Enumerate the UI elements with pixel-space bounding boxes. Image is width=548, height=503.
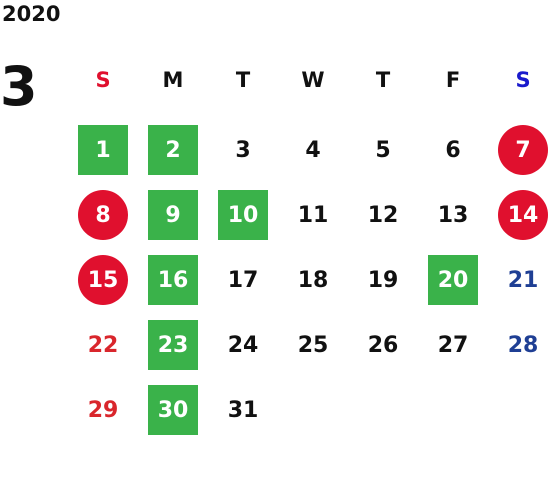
calendar-day-16[interactable]: 16 — [148, 255, 198, 305]
calendar-day-14[interactable]: 14 — [498, 190, 548, 240]
calendar-day-19[interactable]: 19 — [367, 267, 399, 293]
calendar-day-2[interactable]: 2 — [148, 125, 198, 175]
calendar-day-13[interactable]: 13 — [437, 202, 469, 228]
calendar-day-28[interactable]: 28 — [507, 332, 539, 358]
weekday-header-sun: S — [95, 68, 111, 92]
calendar-day-3[interactable]: 3 — [235, 137, 251, 163]
calendar-day-29[interactable]: 29 — [87, 397, 119, 423]
calendar-day-10[interactable]: 10 — [218, 190, 268, 240]
calendar-day-24[interactable]: 24 — [227, 332, 259, 358]
weekday-header-wed: W — [301, 68, 325, 92]
calendar-day-22[interactable]: 22 — [87, 332, 119, 358]
calendar-day-5[interactable]: 5 — [375, 137, 391, 163]
weekday-header-thu: T — [375, 68, 391, 92]
calendar-day-31[interactable]: 31 — [227, 397, 259, 423]
calendar-day-17[interactable]: 17 — [227, 267, 259, 293]
calendar-day-11[interactable]: 11 — [297, 202, 329, 228]
calendar-day-27[interactable]: 27 — [437, 332, 469, 358]
calendar-day-12[interactable]: 12 — [367, 202, 399, 228]
calendar-day-8[interactable]: 8 — [78, 190, 128, 240]
calendar-day-30[interactable]: 30 — [148, 385, 198, 435]
calendar-day-7[interactable]: 7 — [498, 125, 548, 175]
weekday-header-tue: T — [235, 68, 251, 92]
calendar-day-4[interactable]: 4 — [305, 137, 321, 163]
weekday-header-fri: F — [445, 68, 461, 92]
calendar-day-1[interactable]: 1 — [78, 125, 128, 175]
calendar-day-6[interactable]: 6 — [445, 137, 461, 163]
month-label: 3 — [0, 55, 38, 118]
weekday-header-sat: S — [515, 68, 531, 92]
calendar-day-23[interactable]: 23 — [148, 320, 198, 370]
calendar-day-21[interactable]: 21 — [507, 267, 539, 293]
weekday-header-mon: M — [162, 68, 184, 92]
calendar-day-9[interactable]: 9 — [148, 190, 198, 240]
calendar-day-26[interactable]: 26 — [367, 332, 399, 358]
calendar-day-25[interactable]: 25 — [297, 332, 329, 358]
calendar-day-18[interactable]: 18 — [297, 267, 329, 293]
calendar-day-20[interactable]: 20 — [428, 255, 478, 305]
year-label: 2020 — [2, 2, 61, 26]
calendar-day-15[interactable]: 15 — [78, 255, 128, 305]
